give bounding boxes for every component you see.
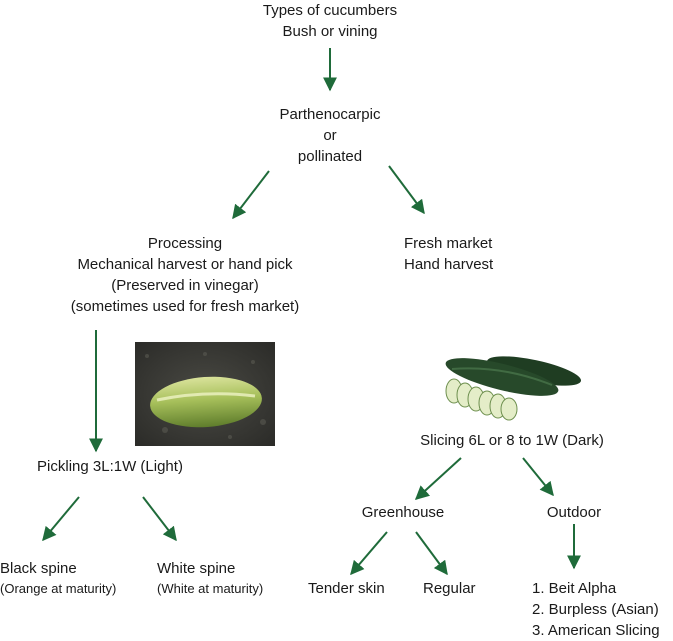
white-spine-note: (White at maturity) bbox=[157, 581, 264, 596]
outdoor-node: Outdoor bbox=[534, 502, 614, 523]
root-subtitle: Bush or vining bbox=[282, 23, 378, 40]
black-spine-note: (Orange at maturity) bbox=[0, 581, 117, 596]
arrow-to-fresh-market bbox=[388, 165, 425, 215]
slicing-node: Slicing 6L or 8 to 1W (Dark) bbox=[392, 430, 632, 451]
white-spine-label: White spine bbox=[157, 560, 236, 577]
fresh-market-harvest: Hand harvest bbox=[404, 256, 494, 273]
outdoor-varieties-list: 1. Beit Alpha 2. Burpless (Asian) 3. Ame… bbox=[532, 578, 673, 641]
black-spine-node: Black spine (Orange at maturity) bbox=[0, 558, 150, 598]
tender-skin-node: Tender skin bbox=[308, 578, 408, 599]
arrow-to-greenhouse bbox=[414, 457, 462, 500]
arrow-to-white-spine bbox=[142, 496, 177, 542]
outdoor-label: Outdoor bbox=[546, 504, 602, 521]
fresh-market-node: Fresh market Hand harvest bbox=[404, 233, 544, 275]
regular-label: Regular bbox=[423, 580, 476, 597]
slicing-cucumber-image bbox=[432, 343, 582, 421]
fresh-market-title: Fresh market bbox=[404, 235, 493, 252]
processing-preserved: (Preserved in vinegar) bbox=[111, 277, 259, 294]
arrow-to-regular bbox=[415, 531, 448, 576]
pickling-node: Pickling 3L:1W (Light) bbox=[20, 456, 200, 477]
list-item: 2. Burpless (Asian) bbox=[532, 601, 659, 618]
arrow-to-tender-skin bbox=[350, 531, 388, 576]
pollination-line3: pollinated bbox=[297, 148, 363, 165]
root-node: Types of cucumbers Bush or vining bbox=[230, 0, 430, 42]
list-item: 1. Beit Alpha bbox=[532, 580, 617, 597]
pickling-cucumber-image bbox=[135, 342, 275, 446]
processing-harvest: Mechanical harvest or hand pick bbox=[77, 256, 293, 273]
processing-node: Processing Mechanical harvest or hand pi… bbox=[50, 233, 320, 317]
slicing-label: Slicing 6L or 8 to 1W (Dark) bbox=[420, 432, 604, 449]
pollination-node: Parthenocarpic or pollinated bbox=[245, 104, 415, 167]
greenhouse-label: Greenhouse bbox=[361, 504, 445, 521]
pickling-label: Pickling 3L:1W (Light) bbox=[37, 458, 183, 475]
pollination-line1: Parthenocarpic bbox=[279, 106, 381, 123]
pollination-line2: or bbox=[323, 127, 337, 144]
greenhouse-node: Greenhouse bbox=[348, 502, 458, 523]
tender-skin-label: Tender skin bbox=[308, 580, 385, 597]
list-item: 3. American Slicing bbox=[532, 622, 660, 639]
arrow-to-processing bbox=[232, 170, 270, 220]
processing-title: Processing bbox=[147, 235, 223, 252]
regular-node: Regular bbox=[423, 578, 493, 599]
processing-note: (sometimes used for fresh market) bbox=[70, 298, 300, 315]
arrow-to-outdoor bbox=[522, 457, 554, 497]
white-spine-node: White spine (White at maturity) bbox=[157, 558, 297, 598]
root-title: Types of cucumbers bbox=[262, 2, 398, 19]
arrow-to-black-spine bbox=[42, 496, 80, 542]
black-spine-label: Black spine bbox=[0, 560, 77, 577]
